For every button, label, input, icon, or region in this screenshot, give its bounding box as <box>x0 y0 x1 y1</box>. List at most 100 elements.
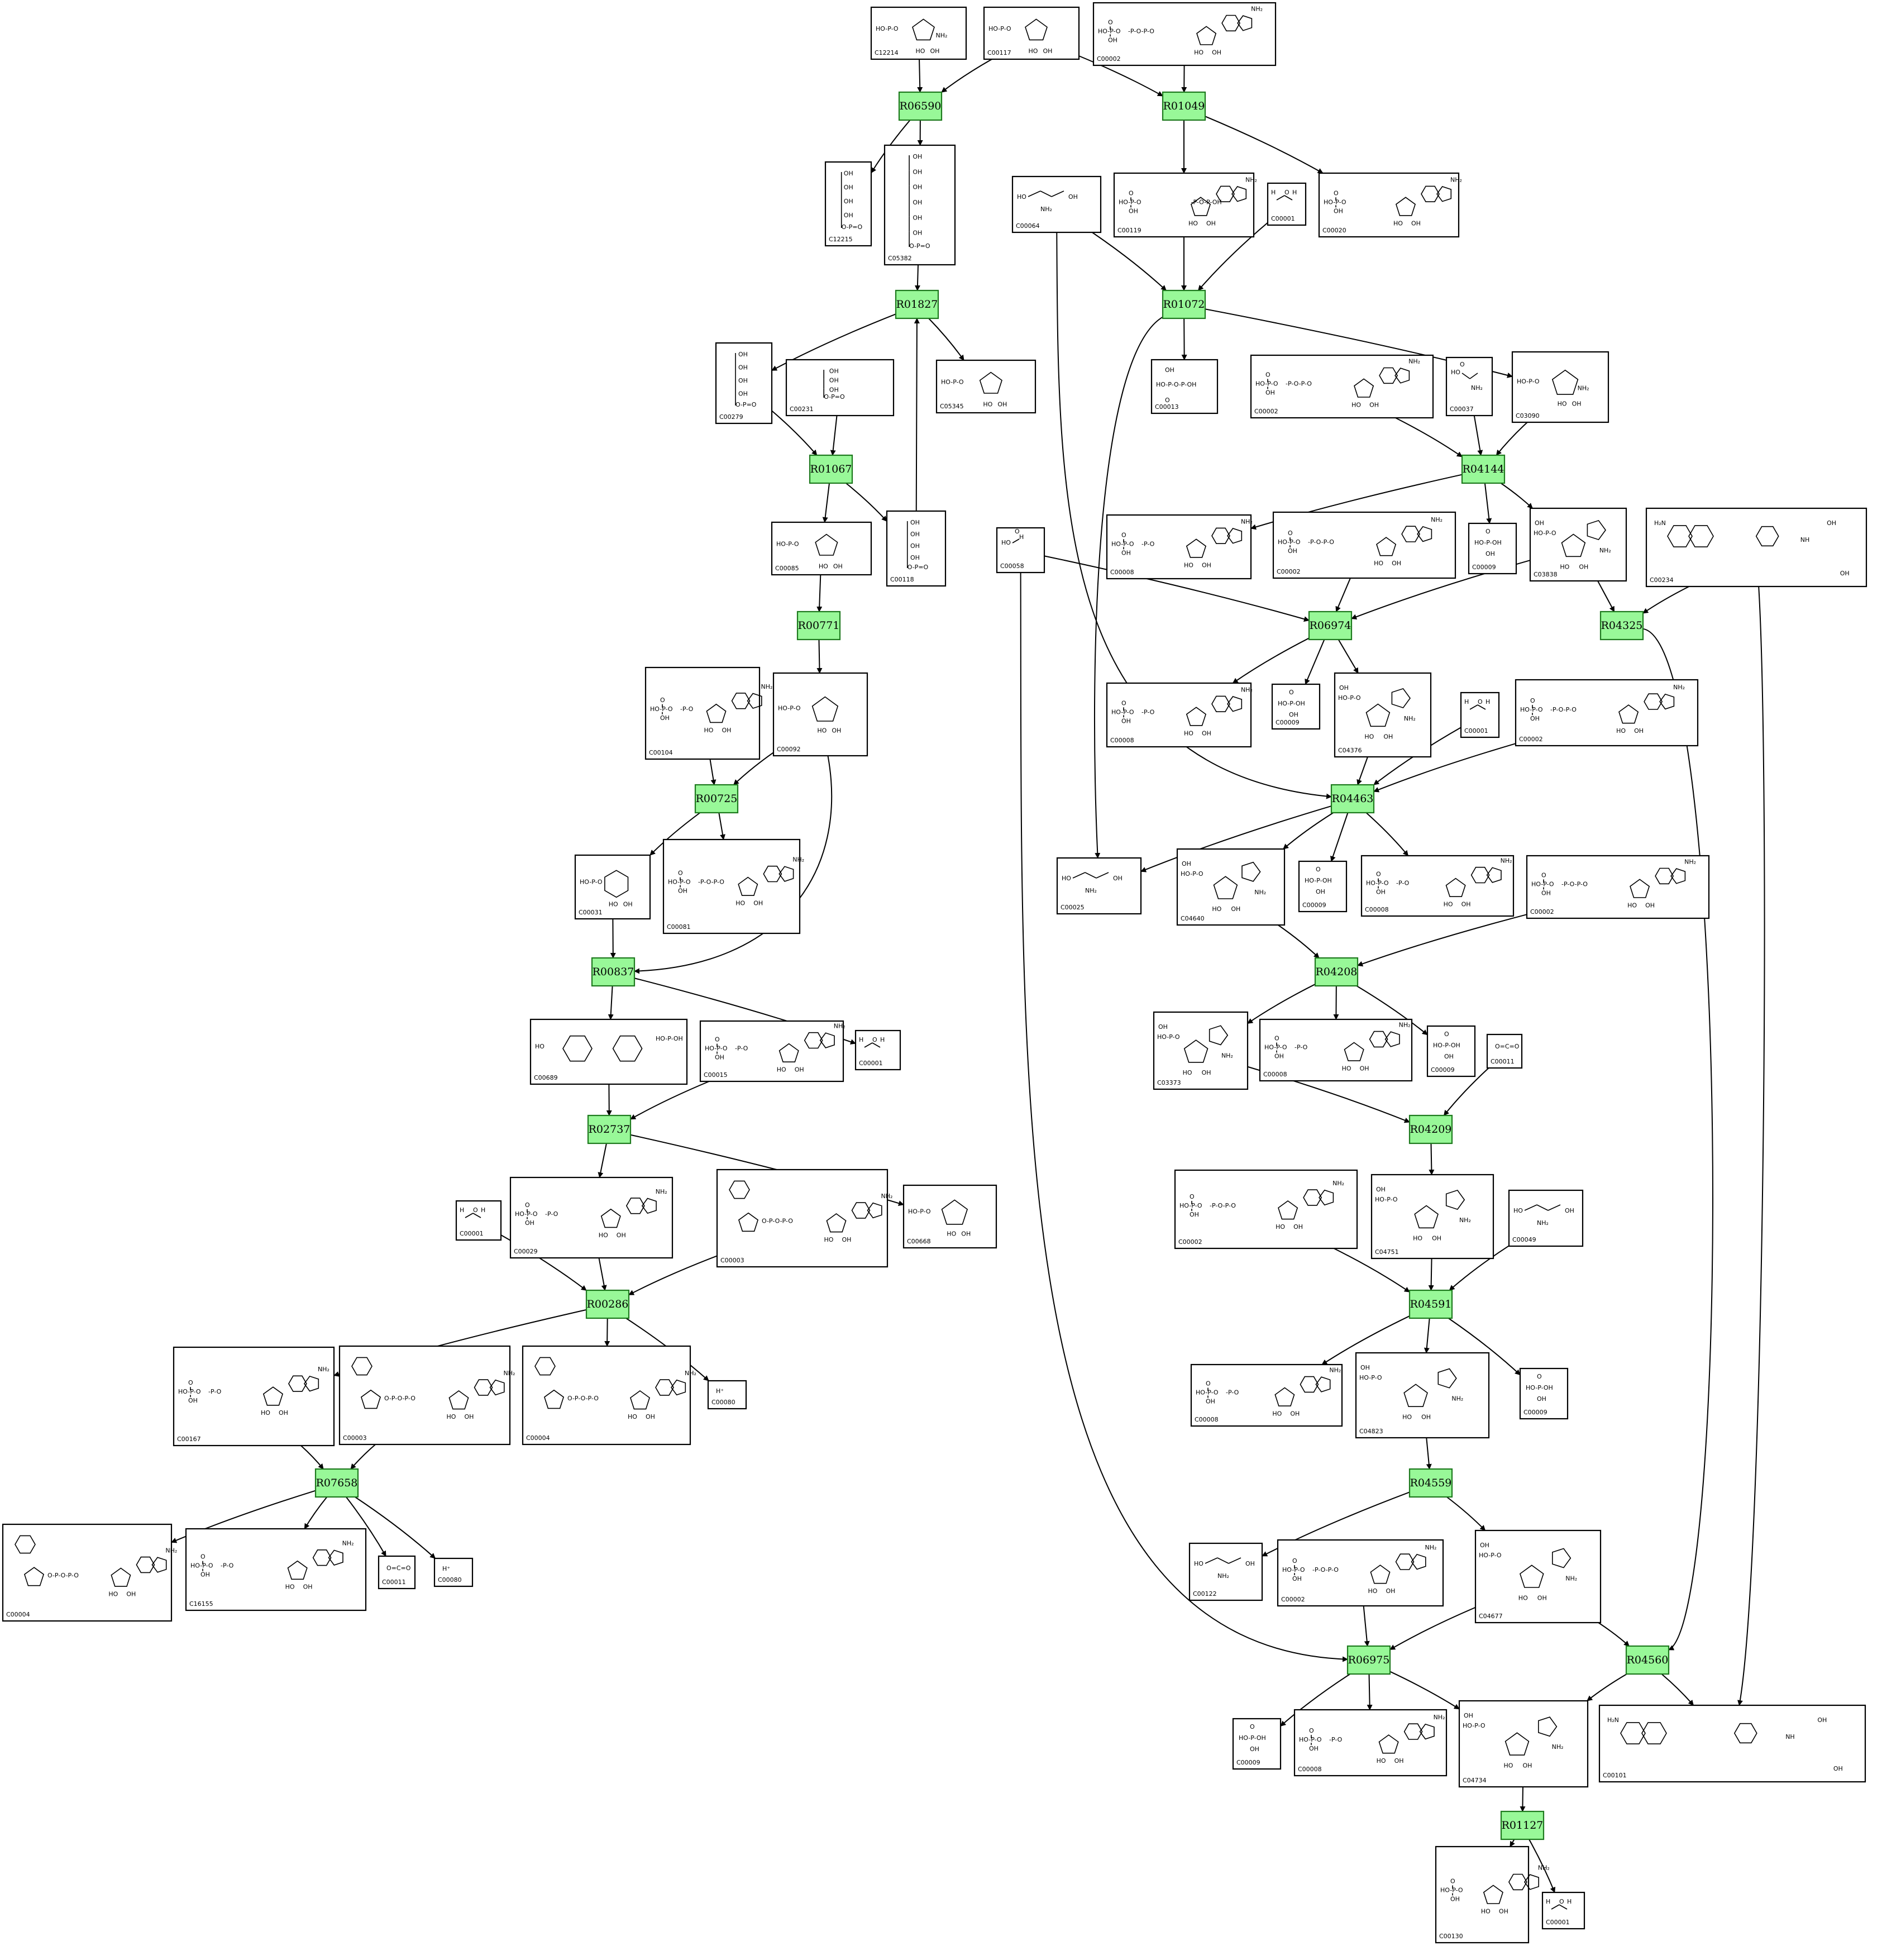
compound-box[interactable] <box>1250 354 1434 419</box>
reaction-box[interactable] <box>809 454 853 484</box>
compound-box[interactable] <box>870 6 967 60</box>
reaction-box[interactable] <box>1330 784 1375 814</box>
compound-c00080[interactable]: H⁺C00080 <box>433 1557 474 1587</box>
compound-box[interactable] <box>1318 172 1460 238</box>
reaction-node-r06975[interactable]: R06975 <box>1346 1645 1391 1675</box>
reaction-box[interactable] <box>1461 454 1506 484</box>
compound-box[interactable] <box>824 161 872 247</box>
compound-box[interactable] <box>1355 1352 1490 1439</box>
reaction-node-r00725[interactable]: R00725 <box>694 784 739 814</box>
reaction-box[interactable] <box>1408 1289 1453 1319</box>
compound-box[interactable] <box>983 6 1080 60</box>
compound-box[interactable] <box>1458 1700 1589 1788</box>
compound-box[interactable] <box>1508 1189 1584 1247</box>
compound-box[interactable] <box>1486 1033 1523 1069</box>
compound-box[interactable] <box>1092 2 1277 66</box>
reaction-box[interactable] <box>1408 1468 1453 1498</box>
reaction-node-r04144[interactable]: R04144 <box>1461 454 1506 484</box>
compound-box[interactable] <box>1334 672 1432 758</box>
reaction-box[interactable] <box>1625 1645 1670 1675</box>
reaction-box[interactable] <box>895 289 939 319</box>
reaction-box[interactable] <box>694 784 739 814</box>
reaction-node-r06590[interactable]: R06590 <box>898 91 943 121</box>
compound-box[interactable] <box>529 1018 688 1085</box>
compound-box[interactable] <box>1150 359 1219 414</box>
reaction-box[interactable] <box>1162 289 1206 319</box>
reaction-box[interactable] <box>1308 611 1353 641</box>
compound-box[interactable] <box>707 1380 747 1410</box>
reaction-node-r01127[interactable]: R01127 <box>1500 1810 1545 1840</box>
compound-box[interactable] <box>1056 857 1142 915</box>
reaction-node-r04209[interactable]: R04209 <box>1408 1114 1453 1144</box>
reaction-node-r06974[interactable]: R06974 <box>1308 611 1353 641</box>
compound-box[interactable] <box>1460 692 1500 738</box>
compound-box[interactable] <box>1106 682 1252 748</box>
reaction-node-r00286[interactable]: R00286 <box>585 1289 630 1319</box>
compound-box[interactable] <box>886 510 947 587</box>
compound-c00080[interactable]: H⁺C00080 <box>707 1380 747 1410</box>
compound-box[interactable] <box>854 1029 901 1071</box>
reaction-node-r01049[interactable]: R01049 <box>1162 91 1206 121</box>
compound-box[interactable] <box>1511 351 1609 423</box>
reaction-node-r02737[interactable]: R02737 <box>587 1114 632 1144</box>
compound-box[interactable] <box>433 1557 474 1587</box>
compound-box[interactable] <box>1176 848 1286 926</box>
reaction-box[interactable] <box>587 1114 632 1144</box>
compound-box[interactable] <box>1011 175 1102 233</box>
reaction-node-r00771[interactable]: R00771 <box>796 611 841 641</box>
compound-box[interactable] <box>1519 1367 1569 1420</box>
compound-box[interactable] <box>1445 356 1493 417</box>
compound-box[interactable] <box>1529 507 1627 582</box>
compound-box[interactable] <box>785 359 895 417</box>
compound-box[interactable] <box>1541 1891 1585 1930</box>
compound-box[interactable] <box>1360 855 1515 917</box>
reaction-node-r04325[interactable]: R04325 <box>1599 611 1644 641</box>
compound-box[interactable] <box>1259 1018 1413 1082</box>
compound-box[interactable] <box>574 854 651 920</box>
reaction-node-r00837[interactable]: R00837 <box>591 957 636 987</box>
compound-box[interactable] <box>715 342 773 425</box>
compound-box[interactable] <box>1598 1704 1866 1783</box>
compound-box[interactable] <box>772 672 868 757</box>
compound-box[interactable] <box>1293 1709 1448 1777</box>
compound-box[interactable] <box>1113 172 1255 238</box>
compound-box[interactable] <box>173 1346 335 1447</box>
reaction-node-r07658[interactable]: R07658 <box>314 1468 359 1498</box>
compound-box[interactable] <box>455 1200 502 1241</box>
compound-box[interactable] <box>1526 855 1710 919</box>
reaction-box[interactable] <box>1500 1810 1545 1840</box>
reaction-node-r04559[interactable]: R04559 <box>1408 1468 1453 1498</box>
